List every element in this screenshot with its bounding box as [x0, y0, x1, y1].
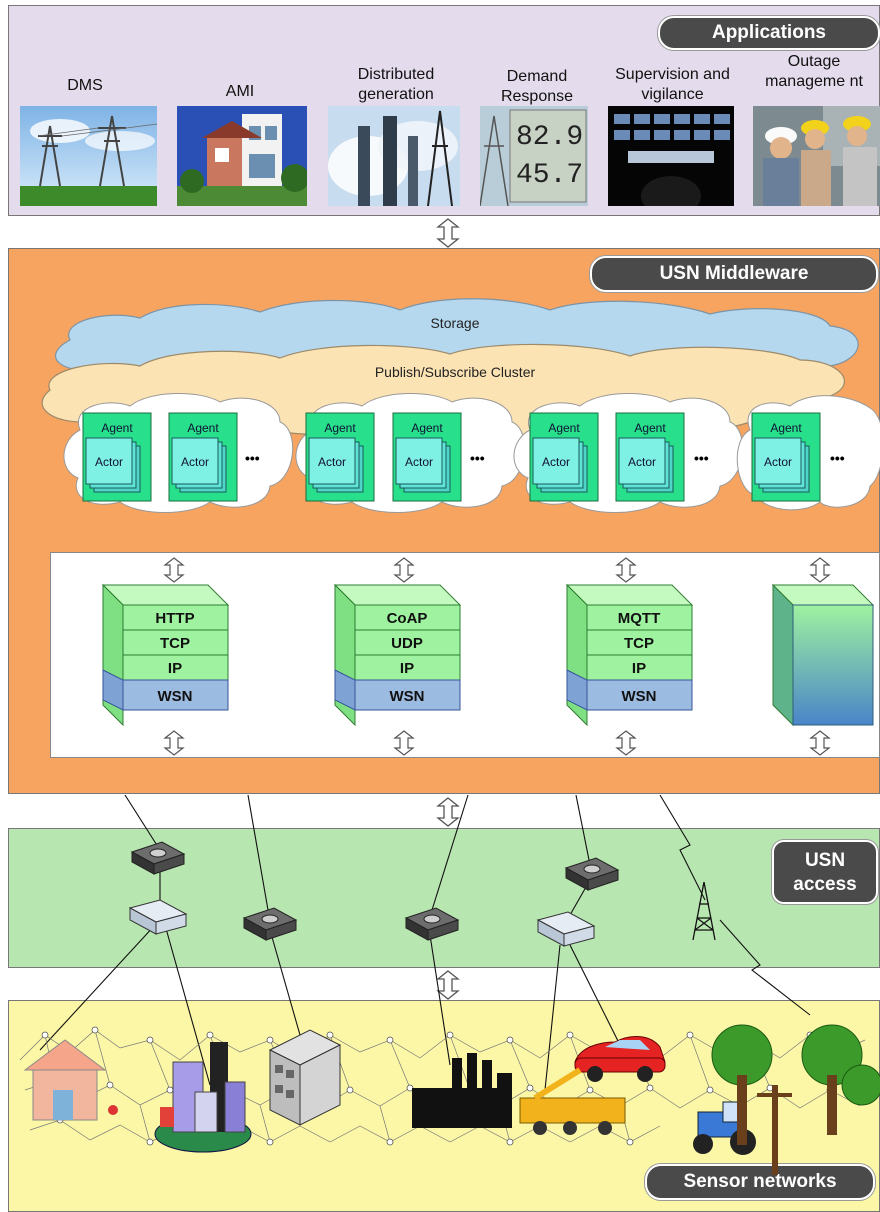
meter-reading-top: 82.9: [516, 122, 583, 153]
agent-label: Agent: [187, 421, 219, 435]
stack-2-layer-1: UDP: [391, 635, 423, 652]
agent-box: Agent Actor: [615, 412, 685, 502]
ellipsis: •••: [830, 450, 845, 466]
gateway-icon: [536, 911, 596, 947]
city-icon: [154, 1042, 252, 1153]
access-title: USN access: [772, 840, 878, 904]
router-icon: [130, 841, 186, 875]
applications-title: Applications: [658, 16, 880, 50]
access-title-line1: USN: [804, 850, 846, 871]
agent-label: Agent: [101, 421, 133, 435]
double-arrow-icon: [436, 797, 460, 827]
stack-2-layer-2: IP: [400, 660, 414, 677]
stack-2-base: WSN: [390, 688, 425, 705]
meter-reading-bottom: 45.7: [516, 160, 583, 191]
stack-3-layer-1: TCP: [624, 635, 654, 652]
actor-label: Actor: [628, 455, 656, 469]
stack-1-base: WSN: [158, 688, 193, 705]
router-icon: [564, 857, 620, 891]
stack-1-layer-1: TCP: [160, 635, 190, 652]
pubsub-label: Publish/Subscribe Cluster: [375, 364, 536, 380]
supervision-image: [608, 106, 734, 206]
storage-label: Storage: [430, 315, 479, 331]
double-arrow-icon: [436, 218, 460, 248]
actor-label: Actor: [95, 455, 123, 469]
trees-icon: [711, 1024, 880, 1175]
app-label-dms: DMS: [67, 77, 103, 94]
protocol-stack-4: [771, 583, 875, 727]
crane-truck-icon: [519, 1067, 626, 1135]
double-arrow-icon: [436, 970, 460, 1000]
agent-box: Agent Actor: [82, 412, 152, 502]
demand-response-image: 82.9 45.7: [480, 106, 588, 206]
app-label-supervision: Supervision and vigilance: [615, 66, 730, 103]
outage-management-image: [753, 106, 880, 206]
actor-label: Actor: [318, 455, 346, 469]
app-label-outage-management: Outage manageme nt: [765, 53, 863, 90]
stack-3-base: WSN: [622, 688, 657, 705]
agent-box: Agent Actor: [305, 412, 375, 502]
building-icon: [268, 1029, 342, 1126]
agent-box: Agent Actor: [529, 412, 599, 502]
protocol-stack-3: MQTT TCP IP WSN: [565, 583, 694, 727]
dms-image: [20, 106, 157, 206]
agent-box: Agent Actor: [751, 412, 821, 502]
agent-label: Agent: [634, 421, 666, 435]
ellipsis: •••: [470, 450, 485, 466]
ellipsis: •••: [245, 450, 260, 466]
protocol-stacks: HTTP TCP IP WSN CoAP UDP IP WSN MQTT TCP…: [101, 557, 875, 756]
ami-image: [177, 106, 307, 206]
router-icon: [242, 907, 298, 941]
ellipsis: •••: [694, 450, 709, 466]
app-label-ami: AMI: [225, 83, 255, 100]
middleware-title: USN Middleware: [590, 256, 878, 292]
protocol-stack-1: HTTP TCP IP WSN: [101, 583, 230, 727]
actor-label: Actor: [181, 455, 209, 469]
agent-label: Agent: [411, 421, 443, 435]
access-title-line2: access: [793, 874, 857, 895]
router-icon: [404, 907, 460, 941]
protocol-stack-2: CoAP UDP IP WSN: [333, 583, 462, 727]
agent-box: Agent Actor: [168, 412, 238, 502]
stack-2-layer-0: CoAP: [387, 610, 428, 627]
actor-label: Actor: [405, 455, 433, 469]
factory-icon: [412, 1053, 512, 1128]
distributed-generation-image: [328, 106, 460, 206]
stack-1-layer-2: IP: [168, 660, 182, 677]
agent-label: Agent: [548, 421, 580, 435]
agent-box: Agent Actor: [392, 412, 462, 502]
stack-1-layer-0: HTTP: [155, 610, 194, 627]
house-icon: [23, 1039, 118, 1121]
stack-3-layer-2: IP: [632, 660, 646, 677]
sensors-title: Sensor networks: [645, 1164, 875, 1200]
stack-3-layer-0: MQTT: [618, 610, 661, 627]
car-icon: [574, 1036, 666, 1082]
app-label-demand-response: Demand Response: [500, 68, 574, 105]
network-overlay: [19, 794, 880, 1175]
actor-label: Actor: [764, 455, 792, 469]
actor-label: Actor: [542, 455, 570, 469]
gateway-icon: [128, 899, 188, 935]
agent-label: Agent: [770, 421, 802, 435]
app-label-distributed-generation: Distributed generation: [357, 66, 435, 103]
agent-label: Agent: [324, 421, 356, 435]
antenna-tower-icon: [692, 881, 716, 941]
